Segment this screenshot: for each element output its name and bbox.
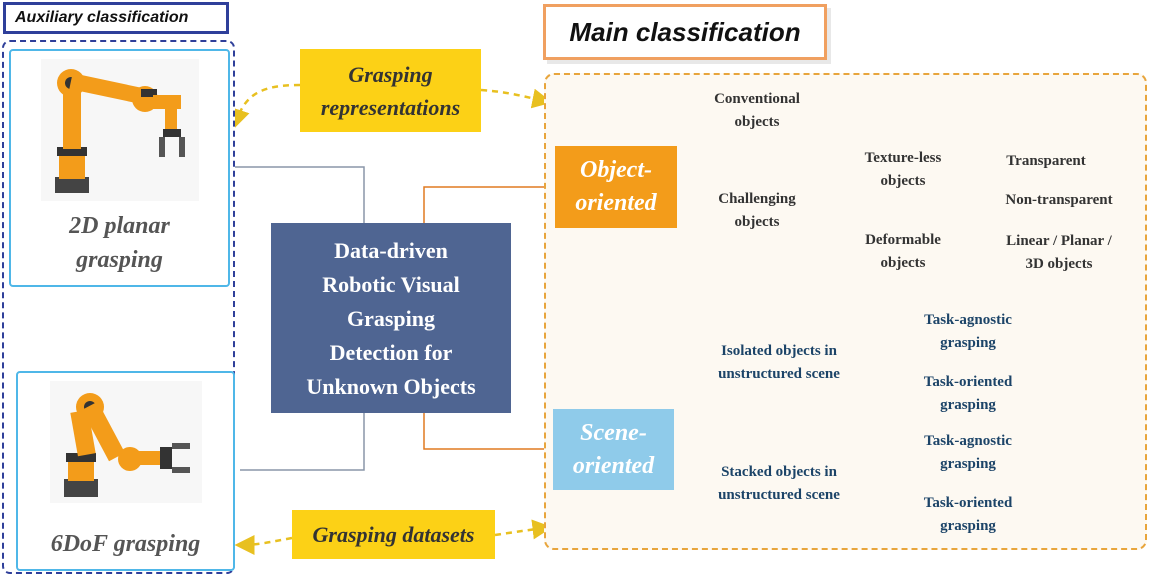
robot-arm-6dof-icon: [64, 393, 190, 497]
object-oriented-line1: Object-: [580, 157, 652, 183]
isolated-objects-label: Isolated objects in unstructured scene: [690, 340, 868, 386]
arrow-rep-right: [480, 88, 553, 109]
object-oriented-box: Object- oriented: [555, 146, 677, 228]
grasping-representations-box: Grasping representations: [300, 49, 481, 132]
stacked-line2: unstructured scene: [718, 487, 840, 503]
textureless-objects-label: Texture-less objects: [840, 147, 966, 193]
stacked-objects-label: Stacked objects in unstructured scene: [690, 461, 868, 507]
textureless-line1: Texture-less: [864, 150, 942, 166]
isolated-line2: unstructured scene: [718, 366, 840, 382]
challenging-objects-label: Challenging objects: [690, 188, 824, 234]
conventional-objects-label: Conventional objects: [690, 88, 824, 134]
non-transparent-label: Non-transparent: [1005, 192, 1113, 208]
label-2d-line2: grasping: [76, 247, 163, 273]
scene-oriented-line2: oriented: [572, 453, 655, 479]
label-2d-line1: 2D planar: [69, 213, 170, 239]
line-center-to-object: [423, 186, 555, 223]
center-line2: Robotic Visual: [322, 272, 460, 297]
robot-arm-2d-icon: [55, 69, 185, 193]
task-agnostic-isolated-label: Task-agnostic grasping: [880, 309, 1056, 355]
center-line3: Grasping: [346, 306, 436, 331]
deformable-line1: Deformable: [865, 232, 941, 248]
task-agnostic-2-line1: Task-agnostic: [924, 433, 1012, 449]
line-6dof-to-center: [240, 413, 365, 471]
stacked-line1: Stacked objects in: [721, 464, 837, 480]
isolated-line1: Isolated objects in: [721, 343, 837, 359]
arrow-data-left: [234, 534, 293, 555]
central-topic-box: Data-driven Robotic Visual Grasping Dete…: [271, 223, 511, 413]
task-oriented-2-line2: grasping: [940, 518, 996, 534]
arrow-data-right: [494, 519, 553, 540]
conventional-line2: objects: [734, 114, 780, 130]
robot-arm-2d-image: [41, 59, 199, 201]
center-line4: Detection for: [329, 340, 453, 365]
linear-planar-label: Linear / Planar / 3D objects: [976, 230, 1142, 276]
grasping-representations-line2: representations: [320, 95, 461, 120]
grasping-representations-line1: Grasping: [348, 62, 433, 87]
scene-oriented-box: Scene- oriented: [553, 409, 674, 490]
challenging-line2: objects: [734, 214, 780, 230]
transparent-label: Transparent: [1006, 153, 1086, 169]
task-oriented-2-line1: Task-oriented: [923, 495, 1013, 511]
object-oriented-line2: oriented: [575, 190, 657, 216]
conventional-line1: Conventional: [714, 91, 800, 107]
task-agnostic-1-line2: grasping: [940, 335, 996, 351]
auxiliary-title: Auxiliary classification: [3, 2, 229, 34]
grasping-datasets-box: Grasping datasets: [292, 510, 495, 559]
linear-planar-line2: 3D objects: [1025, 256, 1093, 272]
task-agnostic-1-line1: Task-agnostic: [924, 312, 1012, 328]
deformable-line2: objects: [880, 255, 926, 271]
task-agnostic-2-line2: grasping: [940, 456, 996, 472]
card-2d-planar: 2D planar grasping: [9, 49, 230, 287]
linear-planar-line1: Linear / Planar /: [1006, 233, 1112, 249]
center-line5: Unknown Objects: [306, 374, 476, 399]
task-oriented-1-line2: grasping: [940, 397, 996, 413]
scene-oriented-line1: Scene-: [580, 420, 647, 446]
center-line1: Data-driven: [334, 238, 448, 263]
main-title: Main classification: [543, 4, 827, 60]
task-agnostic-stacked-label: Task-agnostic grasping: [880, 430, 1056, 476]
line-center-to-scene: [423, 413, 553, 450]
arrow-rep-left: [230, 83, 301, 130]
deformable-objects-label: Deformable objects: [840, 229, 966, 275]
challenging-line1: Challenging: [718, 191, 796, 207]
card-6dof: 6DoF grasping: [16, 371, 235, 571]
robot-arm-6dof-image: [50, 381, 202, 503]
line-2d-to-center: [230, 166, 365, 223]
task-oriented-1-line1: Task-oriented: [923, 374, 1013, 390]
textureless-line2: objects: [880, 173, 926, 189]
label-6dof: 6DoF grasping: [50, 531, 201, 557]
task-oriented-isolated-label: Task-oriented grasping: [880, 371, 1056, 417]
task-oriented-stacked-label: Task-oriented grasping: [880, 492, 1056, 538]
